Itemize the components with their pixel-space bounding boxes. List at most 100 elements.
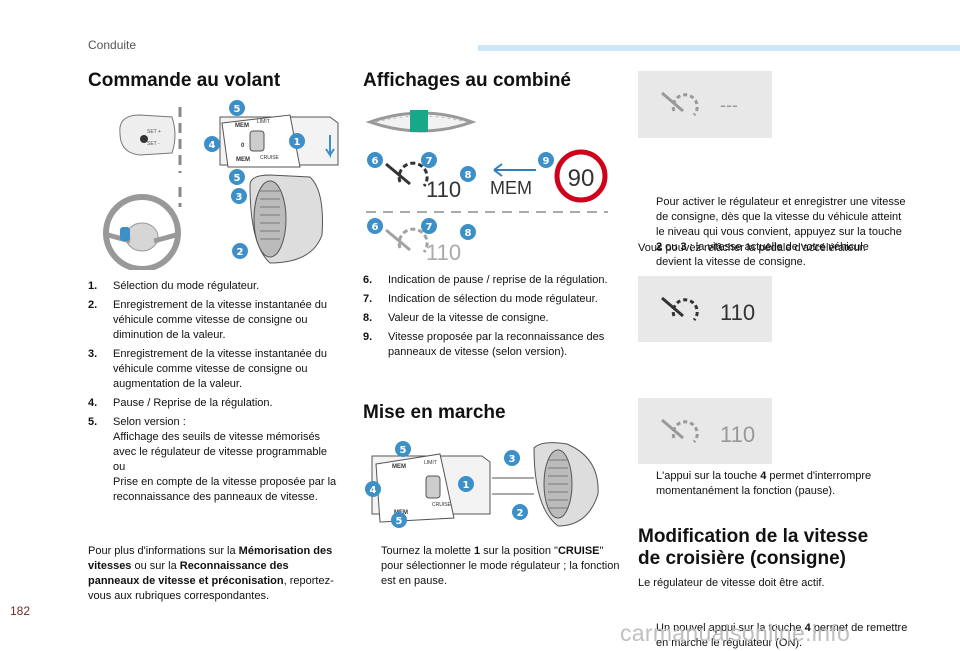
- figure-badge: 8: [460, 166, 476, 182]
- svg-text:7: 7: [426, 222, 433, 233]
- svg-text:MEM: MEM: [236, 157, 250, 163]
- figure-badge: 6: [367, 152, 383, 168]
- svg-text:5: 5: [400, 445, 407, 456]
- stalk-knob-upper: SET + SET -: [119, 114, 176, 156]
- svg-text:4: 4: [370, 485, 377, 496]
- svg-text:3: 3: [236, 192, 243, 203]
- svg-text:MEM: MEM: [235, 123, 249, 129]
- svg-text:MEM: MEM: [490, 178, 532, 198]
- figure-badge: 5: [229, 169, 245, 185]
- svg-text:LIMIT: LIMIT: [424, 460, 437, 466]
- svg-text:3: 3: [509, 454, 516, 465]
- watermark: carmanualsonline.info: [620, 620, 851, 646]
- list-item: 8.Valeur de la vitesse de consigne.: [363, 312, 549, 324]
- svg-text:110: 110: [426, 240, 461, 265]
- svg-text:110: 110: [720, 300, 755, 325]
- start-instruction: Tournez la molette 1 sur la position "CR…: [381, 545, 620, 587]
- header-accent-bar: [478, 45, 960, 51]
- svg-text:1: 1: [294, 137, 301, 148]
- pause-instruction: L'appui sur la touche 4 permet d'interro…: [656, 470, 872, 497]
- info-note: Pour plus d'informations sur la Mémorisa…: [88, 545, 334, 602]
- figure-badge: 3: [231, 188, 247, 204]
- stalk-knob-lower: [533, 442, 599, 527]
- list-item: 1.Sélection du mode régulateur.: [88, 280, 260, 292]
- cluster-display-list: 6.Indication de pause / reprise de la ré…: [363, 273, 613, 364]
- steering-wheel-image: [103, 194, 181, 270]
- display-panel-paused: 110: [638, 398, 772, 464]
- svg-text:5: 5: [396, 516, 403, 527]
- figure-badge: 6: [367, 218, 383, 234]
- svg-text:4: 4: [209, 140, 216, 151]
- figure-badge: 1: [289, 133, 305, 149]
- speedometer-icon: [385, 161, 429, 187]
- figure-badge: 3: [504, 450, 520, 466]
- svg-text:CRUISE: CRUISE: [432, 502, 452, 508]
- figure-badge: 1: [458, 476, 474, 492]
- svg-text:9: 9: [543, 156, 550, 167]
- start-stalk-figure: MEM LIMIT CRUISE MEM 5 3 4 1 2 5: [365, 441, 599, 528]
- svg-text:5: 5: [234, 173, 241, 184]
- figure-badge: 5: [395, 441, 411, 457]
- svg-text:90: 90: [568, 165, 595, 192]
- speedometer-icon: [661, 296, 699, 322]
- figure-badge: 5: [391, 512, 407, 528]
- active-requirement-note: Le régulateur de vitesse doit être actif…: [638, 577, 825, 589]
- cluster-display-figure: 110 MEM 90 110 6 7 8 9 6 7 8: [365, 110, 608, 265]
- svg-text:6: 6: [372, 222, 379, 233]
- figure-badge: 4: [204, 136, 220, 152]
- speed-limit-sign-icon: 90: [554, 149, 608, 203]
- svg-text:110: 110: [426, 177, 461, 202]
- svg-text:0: 0: [241, 143, 245, 149]
- section-title: Conduite: [88, 38, 137, 52]
- page-number: 182: [10, 604, 31, 618]
- list-item: 7.Indication de sélection du mode régula…: [363, 293, 598, 305]
- list-item: 5. Selon version : Affichage des seuils …: [88, 416, 337, 503]
- svg-text:8: 8: [465, 170, 472, 181]
- arrow-left-icon: [493, 163, 536, 177]
- resume-instruction: Un nouvel appui sur la touche 4 permet d…: [656, 622, 908, 649]
- steering-stalk-figure: SET + SET - MEM LIMIT CRUISE 0 MEM 5 4 1…: [103, 100, 339, 270]
- heading-steering-control: Commande au volant: [88, 70, 281, 91]
- speedometer-icon: [385, 227, 429, 253]
- list-item: 6.Indication de pause / reprise de la ré…: [363, 274, 608, 286]
- heading-modify-speed: Modification de la vitesse de croisière …: [638, 526, 869, 569]
- figure-badge: 7: [421, 218, 437, 234]
- svg-text:SET +: SET +: [147, 129, 161, 135]
- figure-badge: 5: [229, 100, 245, 116]
- svg-text:MEM: MEM: [392, 464, 406, 470]
- svg-text:6: 6: [372, 156, 379, 167]
- figure-badge: 7: [421, 152, 437, 168]
- svg-text:CRUISE: CRUISE: [260, 155, 280, 161]
- stalk-detail: MEM LIMIT CRUISE MEM: [371, 453, 491, 523]
- display-panel-active: 110: [638, 276, 772, 342]
- svg-text:8: 8: [465, 228, 472, 239]
- svg-text:2: 2: [517, 508, 524, 519]
- activate-instruction: Pour activer le régulateur et enregistre…: [656, 196, 906, 268]
- list-item: 9.Vitesse proposée par la reconnaissance…: [363, 331, 605, 358]
- svg-text:SET -: SET -: [147, 141, 160, 147]
- figure-badge: 4: [365, 481, 381, 497]
- svg-text:5: 5: [234, 104, 241, 115]
- heading-cluster-displays: Affichages au combiné: [363, 70, 571, 91]
- list-item: 4.Pause / Reprise de la régulation.: [88, 397, 273, 409]
- speedometer-icon: [661, 91, 699, 117]
- display-panel-inactive: ---: [638, 71, 772, 138]
- heading-start: Mise en marche: [363, 402, 506, 423]
- stalk-detail: MEM LIMIT CRUISE 0 MEM: [219, 114, 339, 168]
- instrument-cluster-image: [365, 110, 477, 133]
- release-pedal-note: Vous pouvez relâcher la pédale d'accélér…: [638, 242, 866, 254]
- figure-badge: 8: [460, 224, 476, 240]
- svg-text:LIMIT: LIMIT: [257, 119, 270, 125]
- speedometer-icon: [661, 418, 699, 444]
- stalk-knob-lower: [249, 174, 323, 264]
- svg-text:1: 1: [463, 480, 470, 491]
- steering-control-list: 1.Sélection du mode régulateur. 2.Enregi…: [88, 279, 338, 509]
- svg-text:110: 110: [720, 422, 755, 447]
- list-item: 3.Enregistrement de la vitesse instantan…: [88, 348, 328, 390]
- svg-text:---: ---: [720, 95, 738, 115]
- svg-text:2: 2: [237, 247, 244, 258]
- figure-badge: 9: [538, 152, 554, 168]
- list-item: 2.Enregistrement de la vitesse instantan…: [88, 299, 328, 341]
- svg-text:7: 7: [426, 156, 433, 167]
- figure-badge: 2: [512, 504, 528, 520]
